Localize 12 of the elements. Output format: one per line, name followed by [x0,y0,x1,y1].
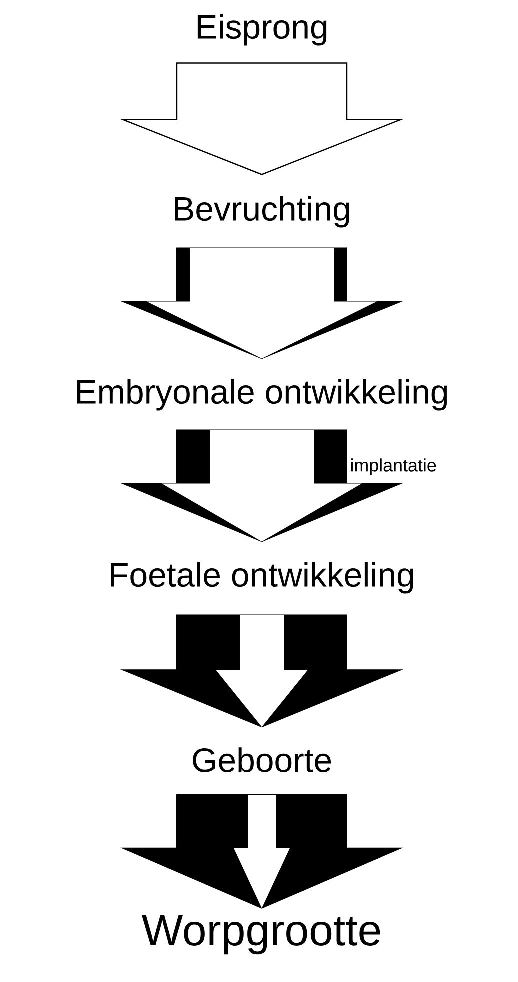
block-arrow [120,62,404,176]
block-arrow [120,430,404,542]
stage-label: Worpgrootte [142,915,380,955]
stage-label: Eisprong [198,14,327,46]
edge-label: implantatie [351,458,436,476]
stage-label: Geboorte [193,748,332,772]
stage-label: Foetale ontwikkeling [111,562,414,594]
block-arrow [120,248,404,360]
stage-label: Embryonale ontwikkeling [77,379,448,411]
stage-label: Bevruchting [175,196,350,228]
block-arrow [120,794,404,909]
block-arrow [120,614,404,728]
